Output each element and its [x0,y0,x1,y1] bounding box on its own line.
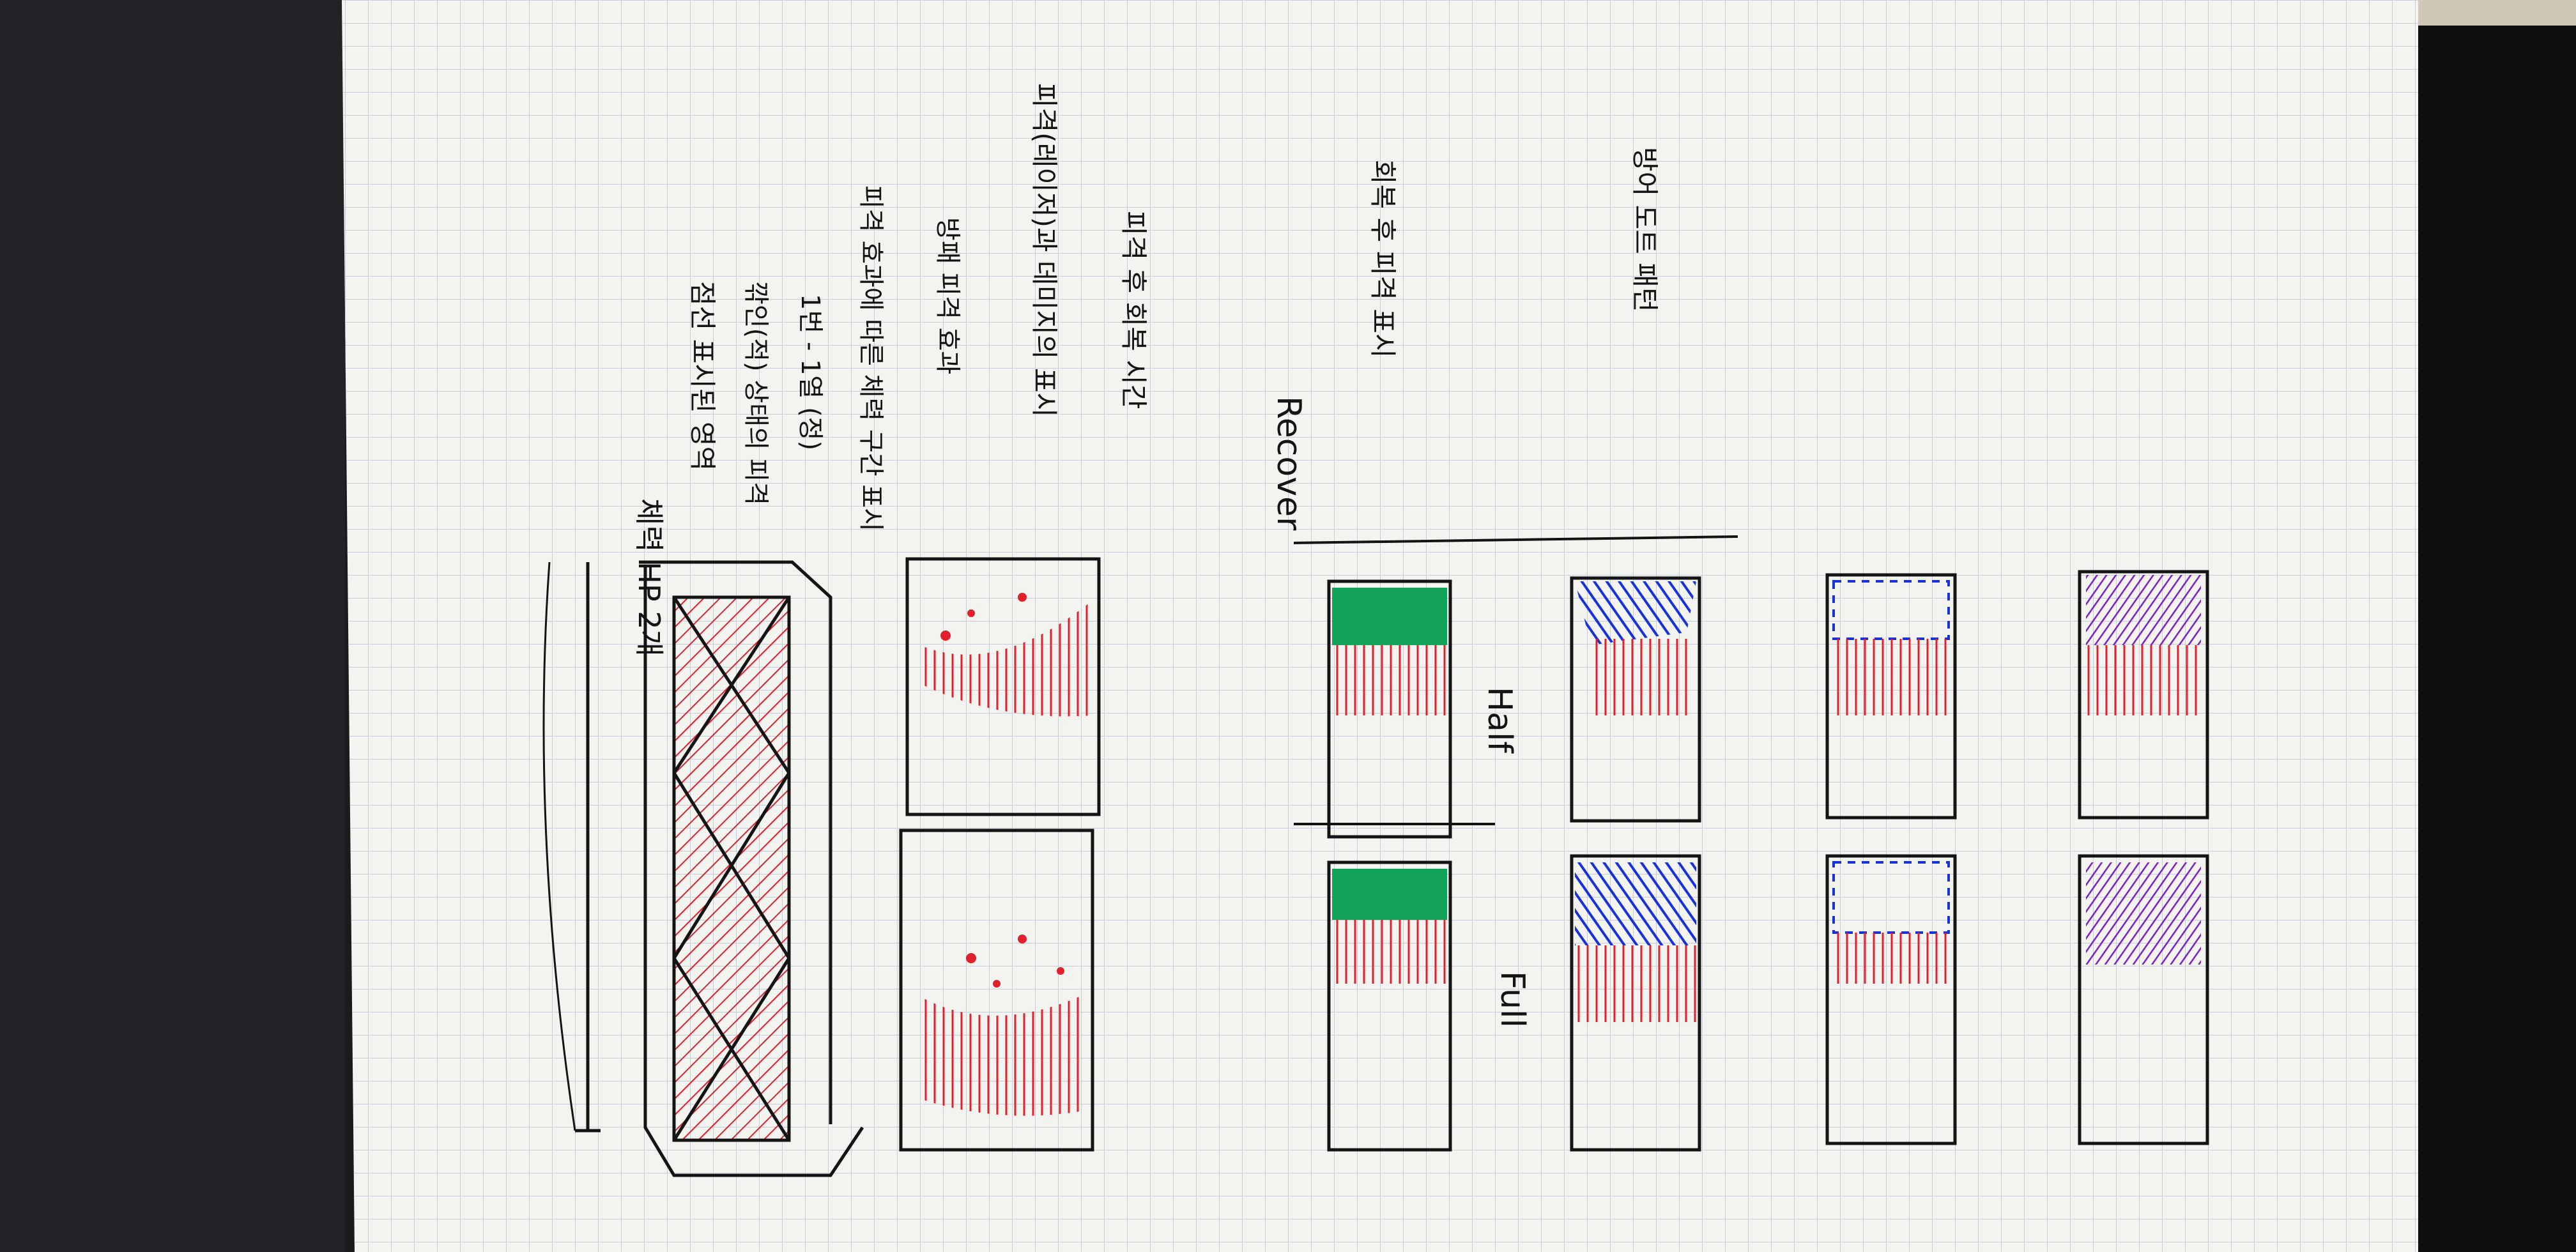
recover-bar-half [1327,579,1452,839]
label-half: Half [1480,687,1519,754]
note-col-7: 피격(레이저)과 데미지의 표시 [1029,83,1060,417]
note-col-8: 피격 후 회복 시간 [1118,211,1149,409]
shield-bar-half [1570,576,1701,823]
note-col-6: 방패 피격 효과 [933,217,962,374]
recover-bar-full [1327,860,1452,1152]
note-col-2: 점선 표시된 영역 [687,281,718,471]
purple-bar-half [2078,570,2209,820]
shield-bar-full [1570,854,1701,1152]
note-col-5: 피격 효과에 따른 체력 구간 표시 [856,185,885,531]
label-full: Full [1493,971,1531,1028]
note-col-4: 1번 - 1열 (정) [795,294,825,450]
note-col-10: 방어 도트 패턴 [1629,147,1660,312]
purple-bar-full [2078,854,2209,1145]
dot-shield-bar-half [1825,573,1957,820]
dot-shield-bar-full [1825,854,1957,1145]
note-col-9: 회복 후 피격 표시 [1367,160,1399,358]
hp-bar-diagram [542,560,864,1177]
damage-bar-1 [905,557,1101,816]
note-col-1: 체력 HP 2개 [632,498,666,657]
note-col-3: 깎인(적) 상태의 피격 [741,281,770,505]
damage-bar-2 [899,828,1094,1152]
desk-edge [2415,0,2576,1252]
label-recover: Recover [1269,396,1308,531]
notebook-cover [0,0,345,1252]
